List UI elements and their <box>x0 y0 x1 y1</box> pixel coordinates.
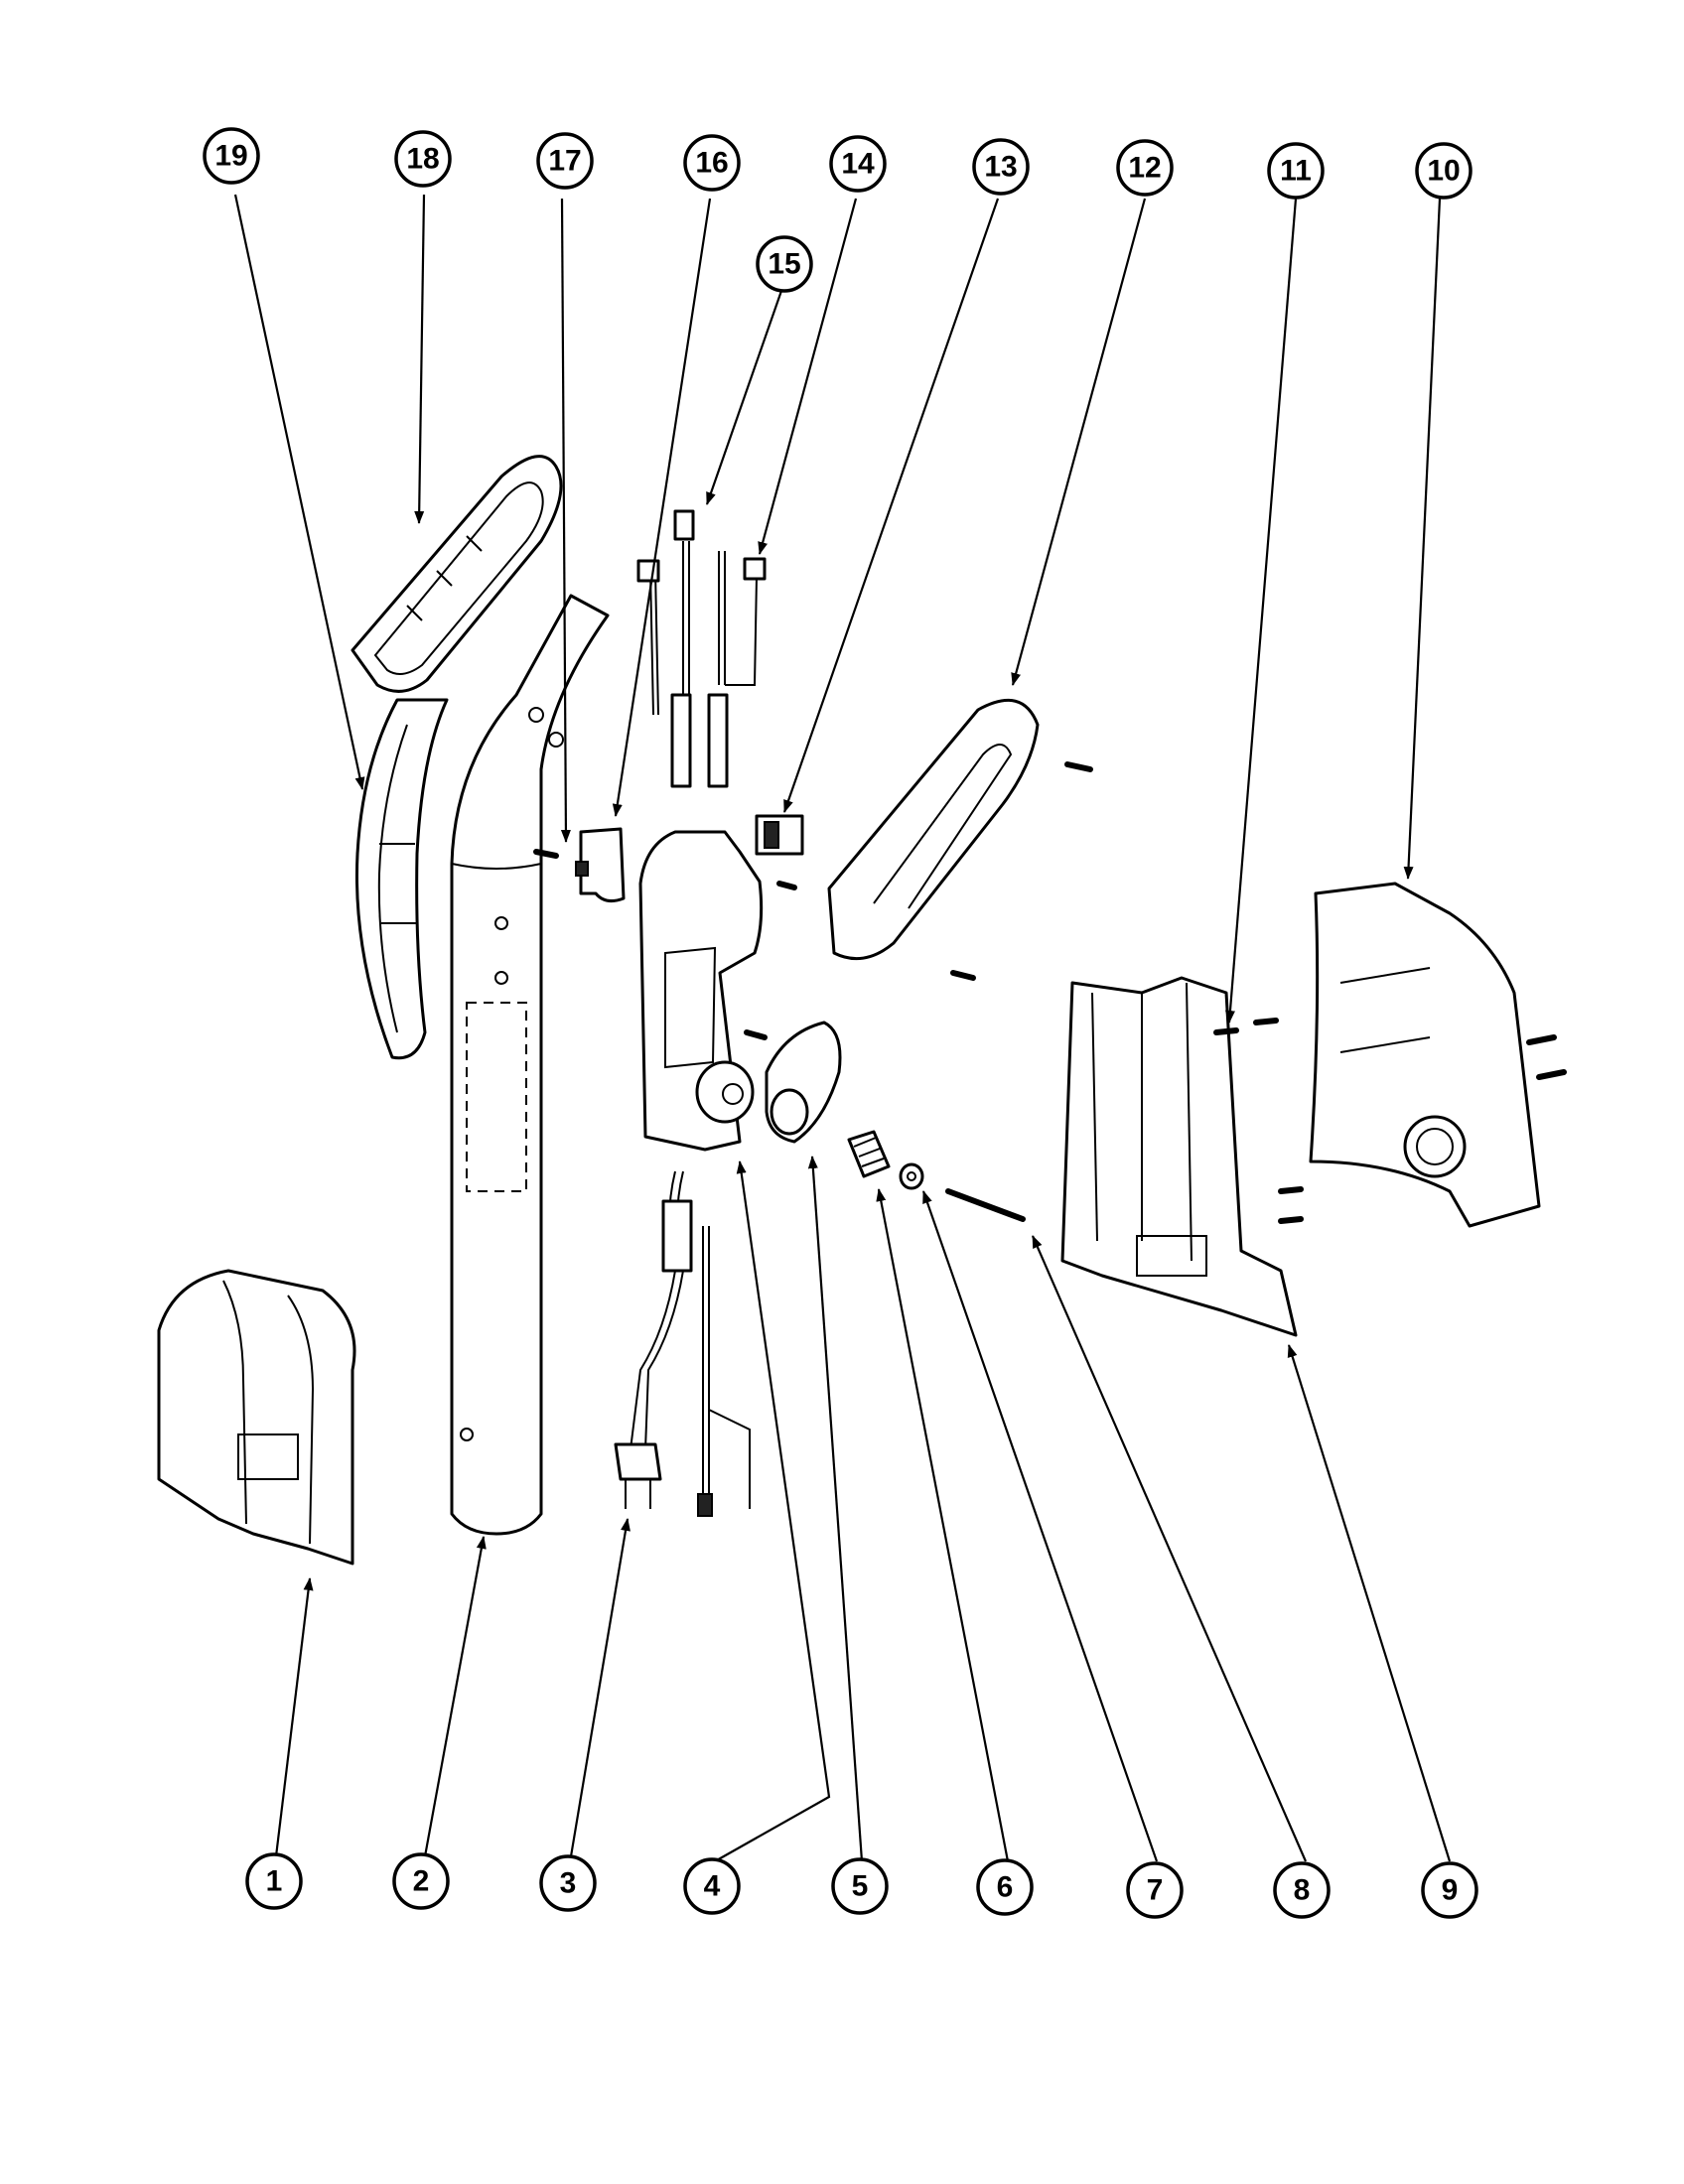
callout-8: 8 <box>1273 1861 1331 1919</box>
part-19-handle-grip-shell <box>354 698 449 1060</box>
part-2-handle-tube <box>450 594 610 1536</box>
svg-text:5: 5 <box>852 1870 869 1903</box>
part-13-switch <box>755 814 804 890</box>
svg-text:10: 10 <box>1427 155 1460 188</box>
part-1-lower-housing <box>157 1269 356 1566</box>
leader-lines <box>233 194 1452 1862</box>
leader-10 <box>1403 198 1442 880</box>
callout-14: 14 <box>829 135 887 193</box>
callout-17: 17 <box>536 132 594 190</box>
svg-text:18: 18 <box>406 143 439 176</box>
callout-9: 9 <box>1421 1861 1478 1919</box>
part-5-knob <box>765 1021 842 1144</box>
svg-text:14: 14 <box>841 148 875 181</box>
svg-text:13: 13 <box>984 151 1017 184</box>
leader-9 <box>1287 1344 1452 1862</box>
svg-text:8: 8 <box>1294 1874 1311 1907</box>
part-9-body-frame <box>1060 976 1298 1337</box>
callout-5: 5 <box>831 1857 889 1915</box>
leader-8 <box>1031 1235 1308 1862</box>
callout-3: 3 <box>539 1854 597 1912</box>
part-6-spring <box>847 1130 891 1178</box>
svg-text:1: 1 <box>266 1865 283 1898</box>
leader-2 <box>423 1536 487 1857</box>
svg-text:11: 11 <box>1280 155 1312 188</box>
callout-16: 16 <box>683 134 741 192</box>
svg-text:19: 19 <box>214 140 247 173</box>
svg-text:12: 12 <box>1128 152 1161 185</box>
callout-19: 19 <box>203 127 260 185</box>
callout-12: 12 <box>1116 139 1174 197</box>
part-12-back-cover <box>827 698 1093 981</box>
leader-16 <box>612 198 712 817</box>
svg-text:9: 9 <box>1442 1874 1459 1907</box>
leader-18 <box>414 194 426 524</box>
part-14-15-16-wiring <box>636 509 767 788</box>
callout-7: 7 <box>1126 1861 1184 1919</box>
leader-1 <box>274 1577 314 1857</box>
part-7-washer <box>899 1162 924 1190</box>
leader-15 <box>705 287 784 505</box>
callout-18: 18 <box>394 130 452 188</box>
leader-5 <box>807 1156 864 1862</box>
part-17-bracket <box>533 827 626 903</box>
leader-6 <box>876 1188 1010 1862</box>
leader-11 <box>1224 198 1298 1024</box>
svg-text:2: 2 <box>413 1865 430 1898</box>
svg-text:6: 6 <box>997 1871 1014 1904</box>
leader-12 <box>1011 198 1147 686</box>
leader-4 <box>714 1160 831 1862</box>
svg-text:16: 16 <box>695 147 728 180</box>
part-4-handle-base <box>638 830 768 1152</box>
leader-3 <box>569 1518 631 1857</box>
svg-text:17: 17 <box>548 145 581 178</box>
leader-7 <box>921 1190 1159 1862</box>
svg-text:3: 3 <box>560 1867 577 1900</box>
callout-10: 10 <box>1415 142 1473 200</box>
part-11-screws <box>1213 1018 1304 1224</box>
svg-text:15: 15 <box>768 248 800 281</box>
callout-1: 1 <box>245 1852 303 1910</box>
leader-14 <box>758 198 858 555</box>
callout-4: 4 <box>683 1857 741 1915</box>
part-10-side-cover <box>1309 882 1567 1228</box>
part-18-handle-top-shell <box>351 455 563 693</box>
leader-13 <box>782 198 1000 813</box>
callout-2: 2 <box>392 1852 450 1910</box>
callout-6: 6 <box>976 1858 1034 1916</box>
part-8-bolt <box>945 1188 1026 1222</box>
part-3-power-cord <box>614 1170 751 1517</box>
svg-text:7: 7 <box>1147 1874 1164 1907</box>
svg-text:4: 4 <box>704 1870 721 1903</box>
callout-11: 11 <box>1267 142 1325 200</box>
callout-13: 13 <box>972 138 1030 196</box>
leader-19 <box>233 194 365 790</box>
callout-15: 15 <box>756 235 813 293</box>
leader-17 <box>560 198 571 843</box>
